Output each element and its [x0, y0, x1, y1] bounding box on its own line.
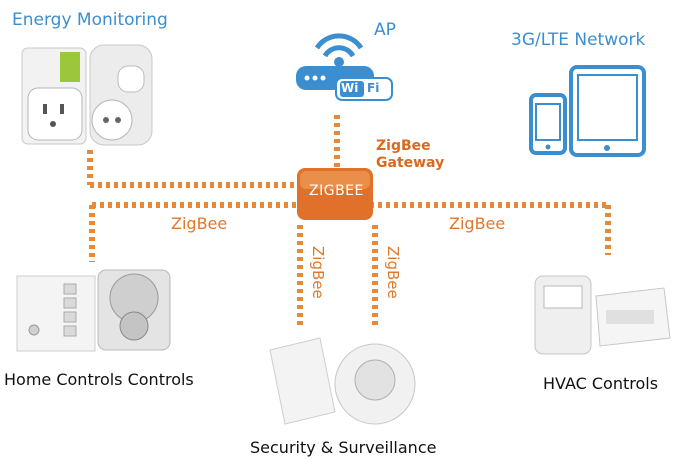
tablet-icon — [569, 65, 646, 157]
label-zigbee-right: ZigBee — [449, 214, 506, 233]
label-zigbee-vertical-left: ZigBee — [309, 246, 327, 299]
label-zigbee-left: ZigBee — [171, 214, 228, 233]
label-zigbee-vertical-right: ZigBee — [384, 246, 402, 299]
home-controls-image — [16, 269, 171, 352]
label-3g-lte-network: 3G/LTE Network — [511, 30, 646, 50]
hvac-controls-image — [534, 275, 671, 355]
label-zigbee-gateway-line2: Gateway — [376, 155, 445, 171]
wifi-badge-wi: Wi — [341, 81, 359, 95]
wifi-badge-fi: Fi — [367, 81, 380, 95]
label-zigbee-gateway-line1: ZigBee — [376, 138, 431, 154]
label-security-surveillance: Security & Surveillance — [250, 438, 437, 457]
wifi-router-icon — [296, 33, 393, 101]
zigbee-gateway-chip — [297, 168, 373, 220]
smart-plug-image — [21, 44, 153, 146]
security-sensors-image — [269, 337, 416, 425]
zigbee-links — [87, 115, 611, 325]
label-home-controls: Home Controls Controls — [4, 370, 194, 389]
smartphone-icon — [529, 93, 567, 155]
label-ap: AP — [374, 20, 396, 40]
label-hvac-controls: HVAC Controls — [543, 374, 659, 393]
gateway-chip-label: ZIGBEE — [309, 183, 364, 199]
label-energy-monitoring: Energy Monitoring — [12, 10, 168, 30]
